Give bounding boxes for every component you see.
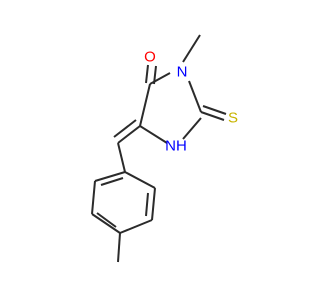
nh-atom-label: NH — [165, 138, 187, 155]
bond-c5-c4 — [139, 83, 151, 127]
bond-ar-inner-2 — [96, 212, 117, 228]
bond-c5-ch-b — [113, 119, 137, 138]
sulfur-atom-label: S — [228, 110, 238, 127]
bond-c2-s-b — [202, 105, 227, 115]
bond-n3-methyl — [182, 34, 201, 63]
bond-ar-3 — [119, 219, 153, 234]
oxygen-atom-label: O — [144, 49, 156, 66]
bond-c4-o-b — [153, 65, 157, 85]
bond-ar-4 — [91, 213, 121, 234]
bond-n1-c5 — [139, 125, 168, 144]
bond-ch-ipso — [117, 142, 126, 173]
n-methyl-atom-label: N — [177, 64, 188, 81]
bond-ar-2 — [151, 187, 156, 221]
bond-n3-c2 — [188, 80, 202, 113]
bond-ar-inner-1 — [145, 192, 149, 217]
bond-ar-6 — [94, 171, 126, 182]
bond-ar-5 — [91, 180, 96, 215]
bond-ar-inner-3 — [100, 177, 124, 186]
bond-ar-1 — [124, 171, 156, 189]
bond-c2-s-a — [200, 111, 225, 121]
molecule-structure-diagram: O N S NH — [91, 34, 238, 263]
bond-c4-n3 — [149, 72, 171, 85]
bond-c4-o-a — [145, 64, 149, 84]
bond-c2-n1 — [182, 117, 202, 140]
bond-c5-ch-a — [117, 125, 141, 144]
bond-ar-methyl — [117, 232, 121, 263]
